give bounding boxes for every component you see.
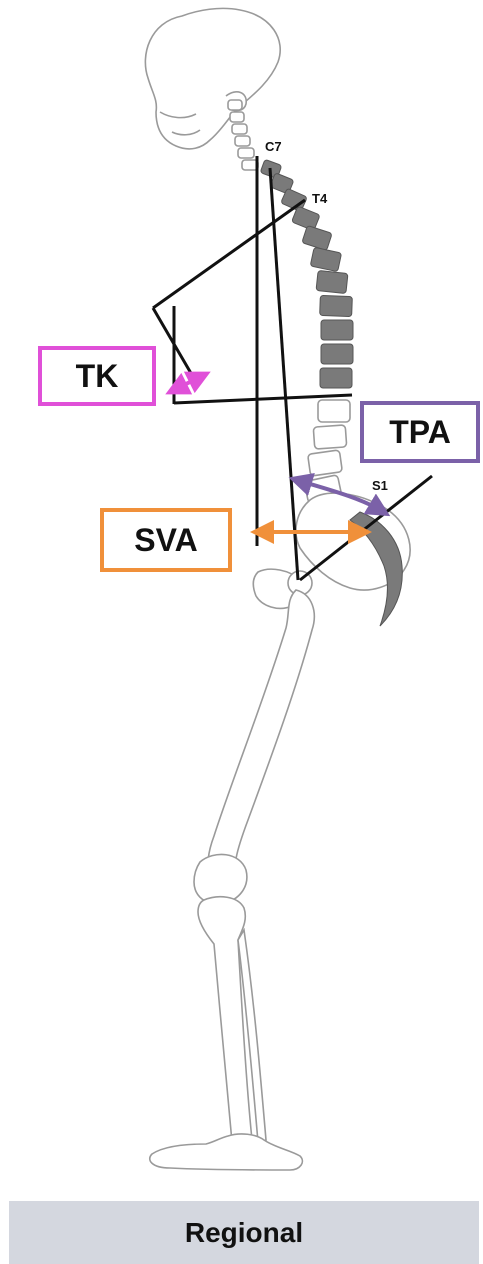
lower-leg [198,897,266,1142]
spine-alignment-diagram: C7 T4 S1 [0,0,483,1180]
t4-label: T4 [312,191,328,206]
sva-label-box: SVA [100,508,232,572]
femur [194,590,314,904]
tk-arrow [176,377,200,389]
tpa-label-box: TPA [360,401,480,463]
regional-footer-bar: Regional [9,1201,479,1264]
skull [145,8,280,148]
tpa-label: TPA [389,414,451,451]
footer-label: Regional [185,1217,303,1249]
sva-label: SVA [134,522,197,559]
tk-label: TK [76,358,119,395]
cervical-vertebrae [228,100,258,170]
c7-label: C7 [265,139,282,154]
thoracic-vertebrae [260,159,353,388]
s1-label: S1 [372,478,388,493]
c7-femoral-head-line [270,168,298,580]
tk-label-box: TK [38,346,156,406]
t4-endplate-line [153,200,305,308]
foot [150,1134,303,1170]
